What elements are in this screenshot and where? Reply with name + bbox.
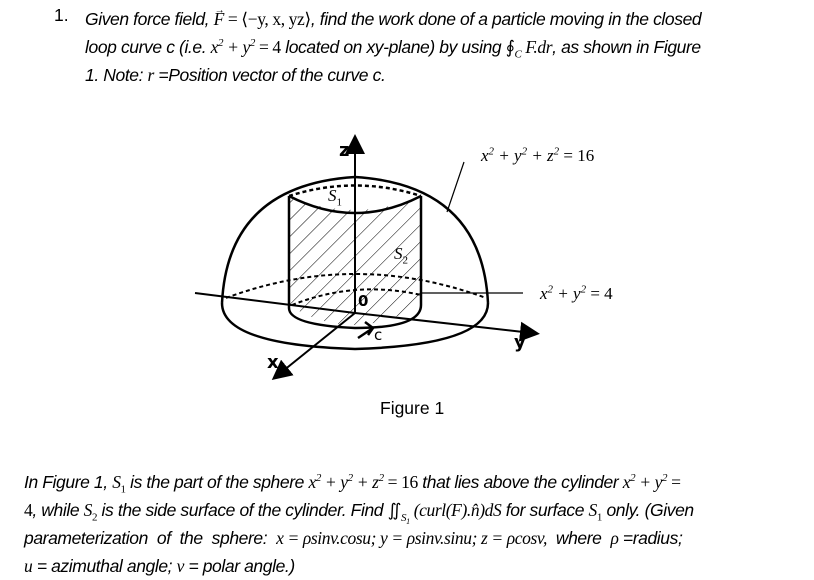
integrand: F.dr: [521, 37, 553, 57]
curve-equation: x2 + y2 = 4: [210, 37, 282, 57]
figure-1-diagram: [194, 134, 540, 381]
x-axis: [271, 312, 356, 381]
y-axis-label: y: [514, 332, 526, 353]
question-line-1: Given force field, F→ = ⟨−y, x, yz⟩, fin…: [85, 5, 702, 29]
force-vector: F→: [213, 5, 225, 29]
paragraph-line-2: 4, while S2 is the side surface of the c…: [24, 500, 694, 526]
question-line-3: 1. Note: r =Position vector of the curve…: [85, 65, 386, 85]
question-text: Given force field, F→ = ⟨−y, x, yz⟩, fin…: [85, 5, 805, 89]
sphere-equation-label: x2 + y2 + z2 = 16: [481, 145, 595, 165]
curve-label: c: [374, 326, 383, 344]
paragraph-line-3: parameterization of the sphere: x = ρsin…: [24, 528, 683, 548]
question-line-2: loop curve c (i.e. x2 + y2 = 4 located o…: [85, 37, 701, 61]
question-number: 1.: [54, 5, 69, 25]
sphere-leader-line: [446, 161, 465, 213]
s1-label: S1: [328, 186, 342, 209]
cylinder-top-back: [288, 184, 422, 198]
hemisphere-base-front: [220, 302, 490, 351]
y-axis: [354, 312, 540, 342]
paragraph-line-1: In Figure 1, S1 is the part of the spher…: [24, 472, 681, 496]
paragraph-line-4: u = azimuthal angle; v = polar angle.): [24, 556, 295, 576]
y-axis-back: [194, 292, 356, 314]
s2-label: S2: [394, 244, 408, 267]
cylinder-equation-label: x2 + y2 = 4: [540, 283, 613, 303]
origin-label: 0: [358, 292, 369, 310]
problem-paragraph: In Figure 1, S1 is the part of the spher…: [24, 468, 814, 580]
z-axis-label: z: [339, 140, 350, 161]
position-vector-symbol: r: [147, 65, 155, 85]
curve-direction-arrow: [357, 321, 375, 340]
x-axis-label: x: [267, 352, 279, 373]
force-definition: = ⟨−y, x, yz⟩: [223, 9, 311, 29]
figure-caption: Figure 1: [380, 398, 445, 418]
contour-integral-symbol: ∮C: [505, 37, 522, 61]
